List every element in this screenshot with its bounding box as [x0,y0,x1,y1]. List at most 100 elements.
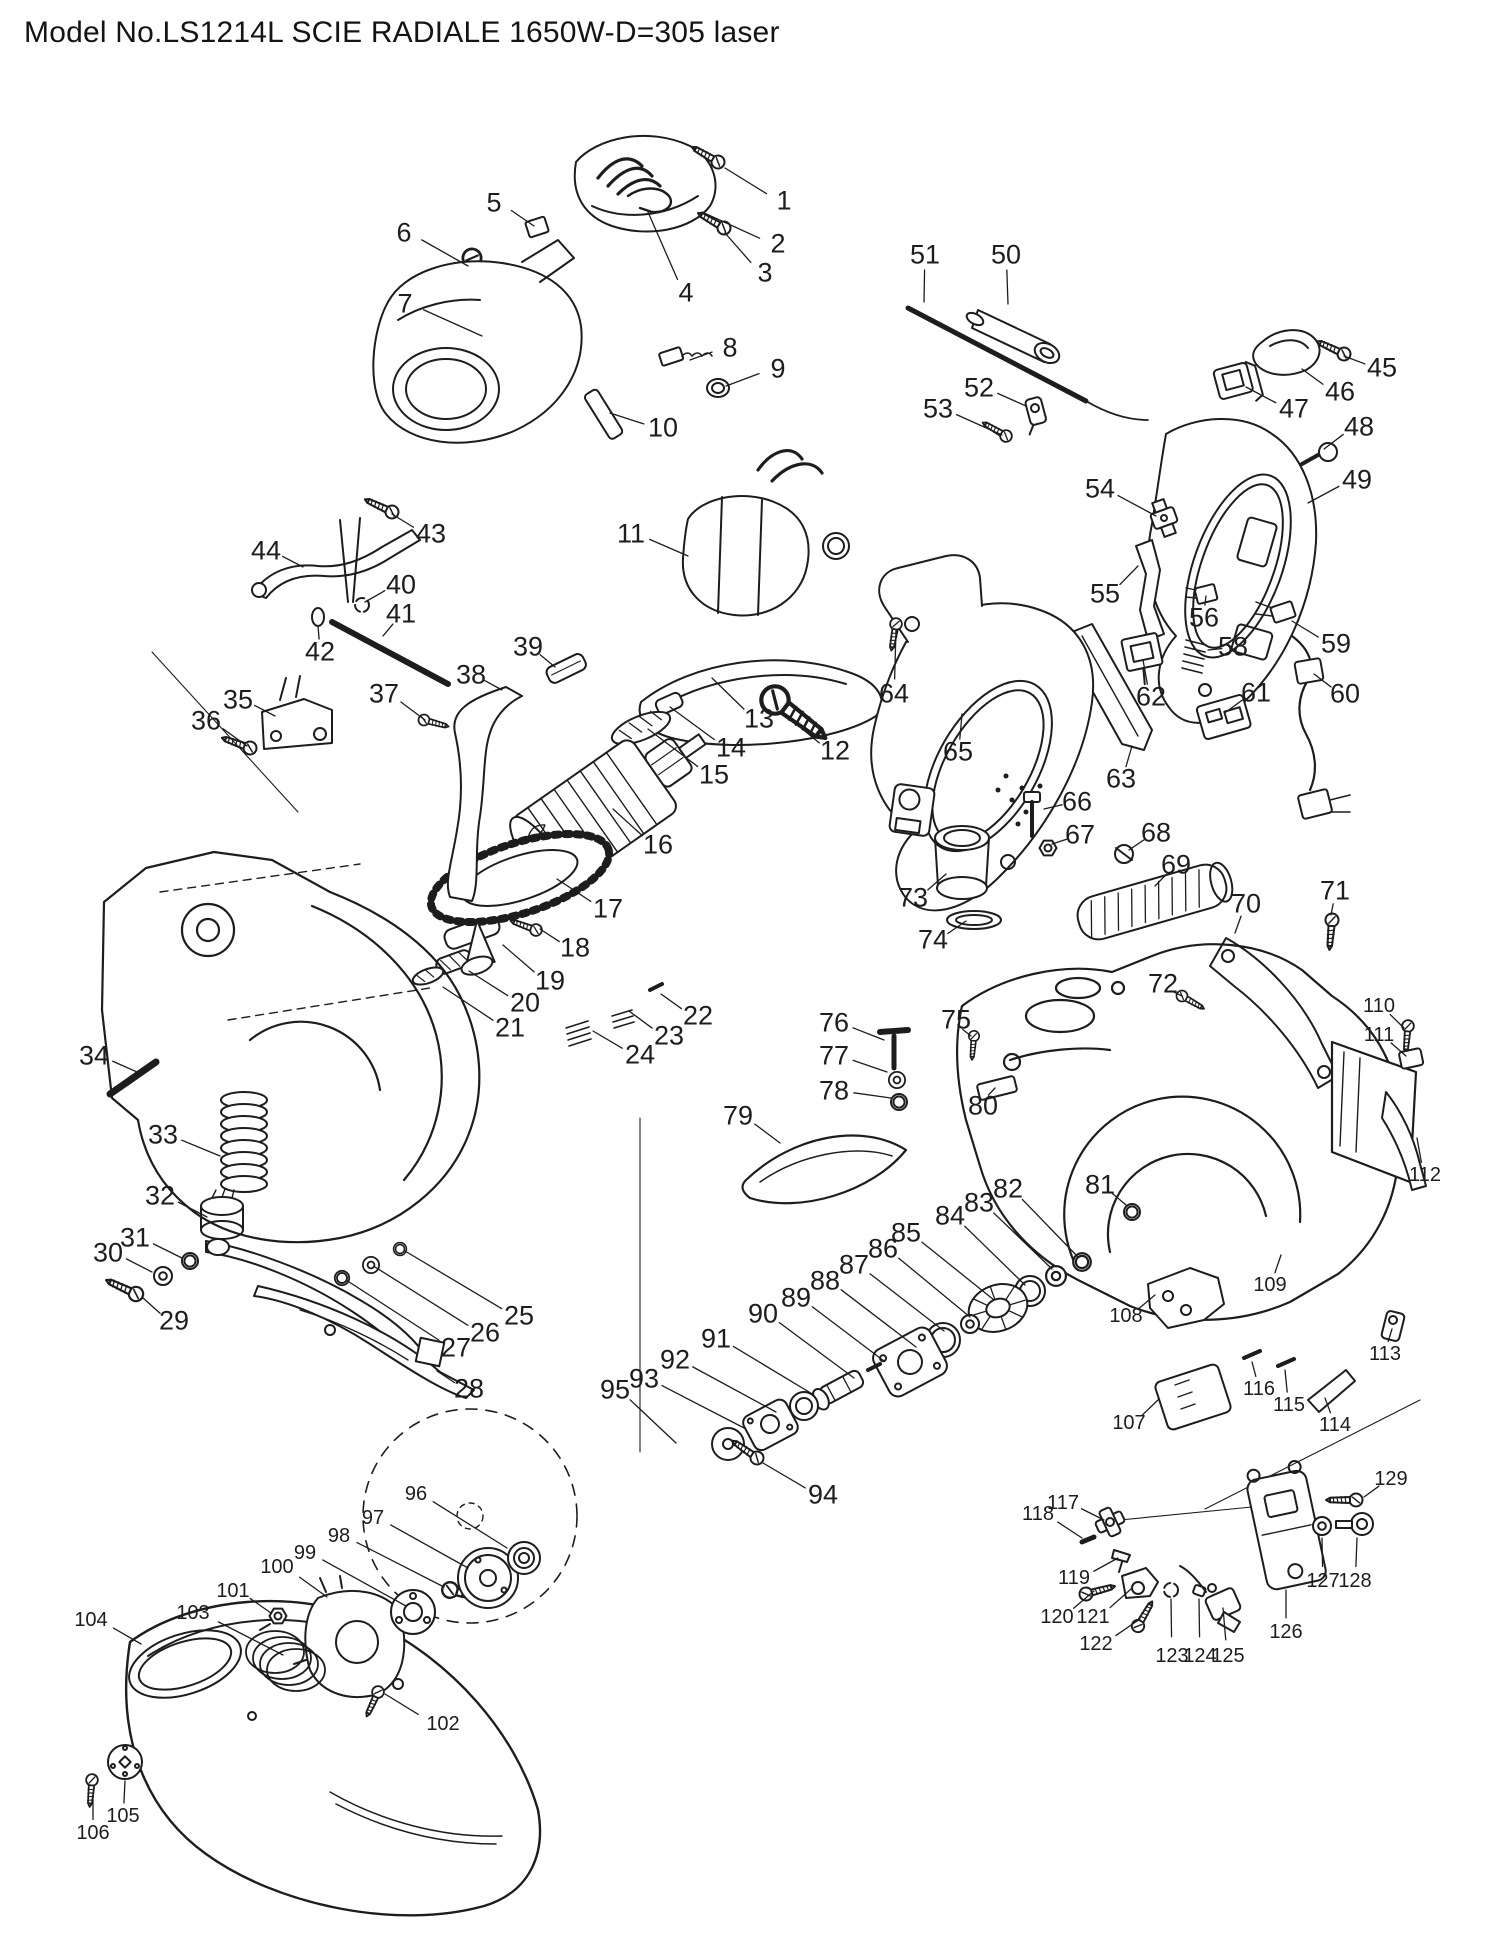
leader-line-114 [1324,1397,1332,1414]
leader-line-34 [112,1060,138,1073]
part-label-75: 75 [940,1004,972,1035]
leader-line-32 [177,1201,208,1218]
part-label-104: 104 [74,1609,108,1631]
leader-line-3 [724,232,752,264]
leader-line-101 [249,1597,272,1614]
leader-line-80 [987,1087,996,1096]
leader-line-54 [1117,494,1157,517]
leader-line-60 [1313,673,1332,688]
leader-line-81 [1111,1192,1127,1206]
leader-line-129 [1363,1485,1380,1498]
leader-line-29 [142,1297,161,1314]
leader-line-102 [384,1693,419,1716]
part-label-81: 81 [1084,1169,1116,1200]
leader-line-36 [222,728,248,747]
leader-line-30 [125,1258,153,1273]
carry-grip [1076,861,1234,941]
leader-line-13 [711,677,745,710]
part-label-118: 118 [1022,1503,1054,1525]
part-label-98: 98 [327,1525,351,1547]
part-label-33: 33 [147,1119,179,1150]
part-label-20: 20 [509,987,541,1018]
part-label-96: 96 [404,1483,428,1505]
part-label-58: 58 [1217,631,1249,662]
part-label-109: 109 [1253,1274,1287,1296]
part-label-87: 87 [838,1249,870,1280]
leader-line-38 [484,680,503,691]
leader-line-84 [964,1225,1026,1286]
part-label-27: 27 [440,1332,472,1363]
part-label-80: 80 [967,1090,999,1121]
part-label-126: 126 [1269,1621,1303,1643]
part-label-76: 76 [818,1007,850,1038]
leader-line-5 [510,209,535,227]
part-label-91: 91 [700,1323,732,1354]
part-label-72: 72 [1147,968,1179,999]
part-label-114: 114 [1319,1414,1351,1436]
leader-line-8 [689,351,713,361]
part-label-95: 95 [599,1374,631,1405]
part-label-86: 86 [867,1233,899,1264]
part-label-64: 64 [878,678,910,709]
leader-line-23 [628,1010,653,1029]
part-label-90: 90 [747,1298,779,1329]
leader-lines [92,167,1423,1821]
leader-line-97 [390,1524,469,1569]
part-label-16: 16 [642,829,674,860]
leader-line-63 [1125,745,1133,768]
part-label-119: 119 [1058,1567,1090,1589]
part-label-56: 56 [1188,602,1220,633]
leader-line-75 [962,1028,972,1037]
part-label-35: 35 [222,684,254,715]
part-label-38: 38 [455,659,487,690]
leader-line-70 [1234,915,1242,934]
part-label-120: 120 [1040,1606,1074,1628]
leader-line-9 [725,373,760,387]
part-label-40: 40 [385,569,417,600]
part-label-111: 111 [1363,1024,1395,1046]
part-label-85: 85 [890,1217,922,1248]
leader-line-107 [1141,1398,1160,1416]
leader-line-59 [1291,620,1319,638]
leader-line-11 [649,538,689,557]
part-label-97: 97 [361,1507,385,1529]
part-label-42: 42 [304,636,336,667]
part-label-105: 105 [106,1805,140,1827]
part-label-89: 89 [780,1282,812,1313]
leader-line-89 [811,1306,885,1362]
part-label-129: 129 [1374,1468,1408,1490]
part-label-43: 43 [415,518,447,549]
leader-line-115 [1284,1369,1288,1393]
part-label-92: 92 [659,1344,691,1375]
part-label-19: 19 [534,965,566,996]
leader-line-50 [1006,269,1009,305]
part-label-29: 29 [158,1305,190,1336]
leader-line-99 [322,1559,407,1607]
part-label-23: 23 [653,1020,685,1051]
leader-line-2 [701,211,761,239]
leader-line-69 [1154,873,1168,887]
part-label-14: 14 [715,732,747,763]
part-label-30: 30 [92,1237,124,1268]
part-label-106: 106 [76,1822,110,1844]
part-label-108: 108 [1109,1305,1143,1327]
part-label-78: 78 [818,1075,850,1106]
part-label-3: 3 [757,257,773,288]
leader-line-85 [921,1241,995,1301]
leader-line-27 [345,1279,440,1341]
part-label-44: 44 [250,535,282,566]
part-label-77: 77 [818,1040,850,1071]
part-label-25: 25 [503,1300,535,1331]
leader-line-26 [374,1266,469,1326]
leader-line-110 [1389,1013,1405,1029]
leader-line-76 [852,1027,885,1041]
leader-line-35 [253,704,276,717]
leader-line-7 [422,309,483,337]
part-label-22: 22 [682,1000,714,1031]
leader-line-113 [1387,1328,1393,1343]
leader-line-58 [1207,647,1223,651]
part-label-70: 70 [1230,888,1262,919]
part-label-82: 82 [992,1173,1024,1204]
turn-base-casting [741,943,1418,1321]
part-label-102: 102 [426,1713,460,1735]
